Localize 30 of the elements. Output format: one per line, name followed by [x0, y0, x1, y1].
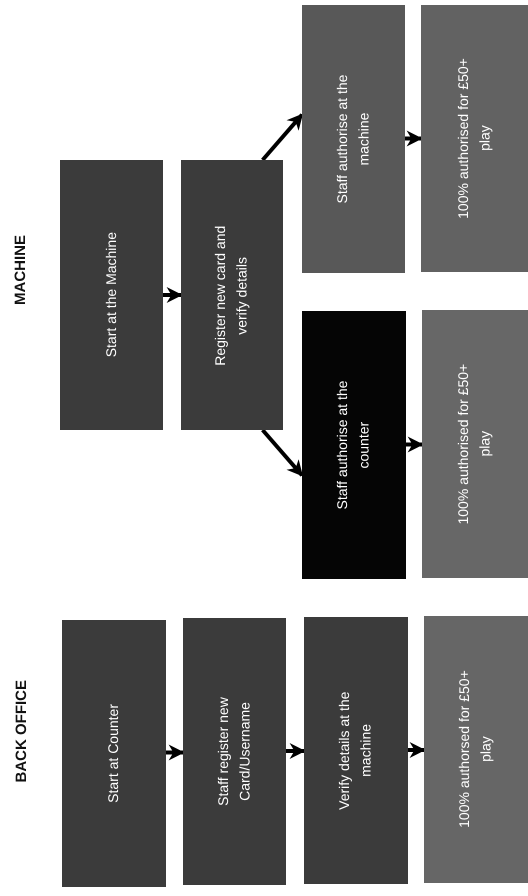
- step-text: Staff authorise at the counter: [333, 380, 373, 512]
- process-box: [60, 160, 163, 430]
- column-heading: BACK OFFICE: [13, 680, 30, 782]
- process-box: [302, 311, 406, 579]
- step-text: Staff authorise at the machine: [332, 74, 372, 206]
- process-box: [424, 616, 528, 883]
- arrow: [166, 744, 185, 760]
- arrow: [261, 428, 304, 477]
- process-box: [181, 160, 283, 430]
- process-box: [62, 620, 166, 887]
- process-box: [183, 618, 286, 885]
- arrow: [286, 743, 306, 759]
- process-box: [421, 5, 528, 272]
- step-text: 100% authorsed for £50+ play: [455, 670, 495, 830]
- step-text: Start at Counter: [104, 704, 122, 803]
- step-text: 100% authorised for £50+ play: [454, 362, 494, 526]
- process-box: [304, 617, 408, 884]
- process-box: [422, 310, 528, 578]
- arrow: [261, 113, 304, 162]
- column-heading: MACHINE: [12, 235, 29, 305]
- arrow: [406, 436, 424, 452]
- step-text: Register new card and verify details: [211, 224, 251, 368]
- step-text: Verify details at the machine: [335, 690, 375, 812]
- step-text: Staff register new Card/Username: [214, 696, 254, 808]
- arrow: [405, 130, 423, 146]
- arrow: [408, 742, 426, 758]
- step-text: 100% authorised for £50+ play: [454, 57, 494, 221]
- step-text: Start at the Machine: [102, 232, 120, 358]
- arrow: [163, 287, 183, 303]
- process-box: [302, 5, 405, 273]
